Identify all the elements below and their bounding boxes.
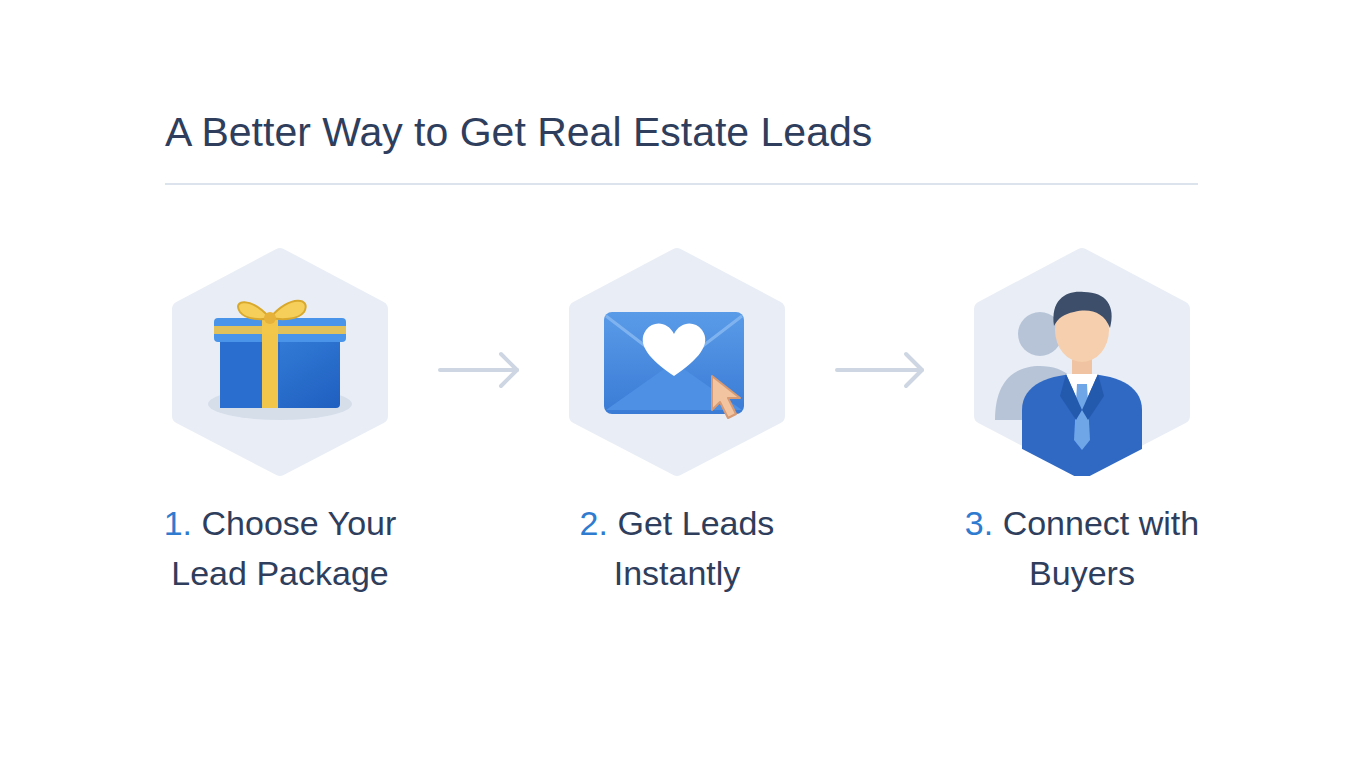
step-label: 1.Choose Your Lead Package	[145, 498, 415, 598]
step-node: 1.Choose Your Lead Package	[130, 248, 430, 598]
divider-rule	[165, 183, 1198, 185]
arrow-head	[501, 354, 517, 386]
title: A Better Way to Get Real Estate Leads	[165, 108, 872, 156]
hexagon-space	[974, 248, 1190, 476]
hexagon-space	[172, 248, 388, 476]
step-text: Choose Your Lead Package	[171, 504, 396, 592]
step-label: 3. Connect with Buyers	[947, 498, 1217, 598]
gift-icon	[208, 301, 352, 420]
person-icon	[995, 292, 1142, 476]
flow-arrow	[837, 354, 922, 386]
step-node: 2.Get Leads Instantly	[527, 248, 827, 598]
step-label: 2.Get Leads Instantly	[542, 498, 812, 598]
step-number: 2.	[580, 504, 608, 542]
envelope-icon	[604, 312, 744, 418]
hexagon-space	[569, 248, 785, 476]
step-number: 1.	[164, 504, 192, 542]
arrow-head	[906, 354, 922, 386]
step-text: Get Leads Instantly	[614, 504, 775, 592]
flow-arrow	[440, 354, 517, 386]
step-text: Connect with Buyers	[1003, 504, 1200, 592]
step-node: 3. Connect with Buyers	[932, 248, 1232, 598]
step-number: 3.	[965, 504, 993, 542]
